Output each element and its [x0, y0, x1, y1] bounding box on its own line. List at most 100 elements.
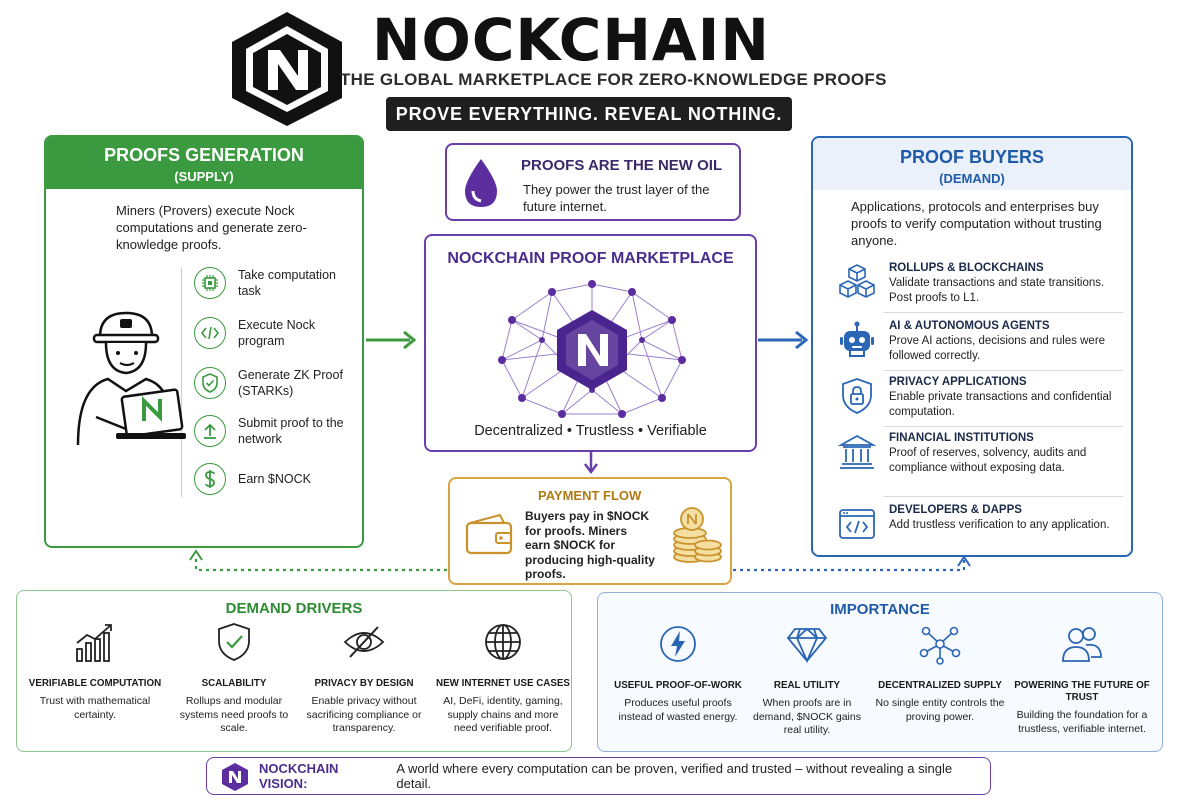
drivers-title: DEMAND DRIVERS — [225, 600, 363, 617]
driver-card: NEW INTERNET USE CASES AI, DeFi, identit… — [435, 621, 571, 736]
page-subtitle: THE GLOBAL MARKETPLACE FOR ZERO-KNOWLEDG… — [340, 70, 887, 89]
down-arrow-icon — [584, 452, 598, 475]
step-generate: Generate ZK Proof (STARKs) — [194, 367, 348, 399]
importance-item-title: POWERING THE FUTURE OF TRUST — [1014, 680, 1150, 703]
supply-title: PROOFS GENERATION — [104, 145, 304, 165]
buyer-rollups: ROLLUPS & BLOCKCHAINS Validate transacti… — [837, 262, 1123, 306]
driver-desc: Enable privacy without sacrificing compl… — [306, 695, 422, 734]
marketplace-network-icon — [498, 280, 686, 418]
miner-illustration-icon — [76, 311, 186, 446]
driver-card: SCALABILITY Rollups and modular systems … — [175, 621, 293, 736]
oil-panel: PROOFS ARE THE NEW OIL They power the tr… — [445, 143, 741, 221]
buyer-title: DEVELOPERS & DAPPS — [889, 504, 1022, 516]
buyer-financial: FINANCIAL INSTITUTIONS Proof of reserves… — [837, 432, 1123, 476]
buyer-desc: Proof of reserves, solvency, audits and … — [889, 447, 1087, 474]
buyers-header: PROOF BUYERS (DEMAND) — [813, 138, 1131, 190]
driver-title: NEW INTERNET USE CASES — [436, 678, 570, 689]
page-title: NOCKCHAIN — [372, 6, 770, 74]
buyer-privacy: PRIVACY APPLICATIONS Enable private tran… — [837, 376, 1123, 420]
lightning-icon — [660, 626, 696, 662]
network-icon — [919, 626, 961, 665]
driver-desc: Rollups and modular systems need proofs … — [179, 695, 289, 734]
marketplace-title: NOCKCHAIN PROOF MARKETPLACE — [447, 250, 734, 267]
dotted-return-green — [189, 549, 447, 572]
supply-panel: PROOFS GENERATION (SUPPLY) Miners (Prove… — [44, 135, 364, 548]
divider — [883, 496, 1123, 497]
driver-card: VERIFIABLE COMPUTATION Trust with mathem… — [25, 621, 165, 722]
vision-text: A world where every computation can be p… — [396, 761, 953, 791]
vision-label: NOCKCHAIN VISION: — [259, 761, 339, 791]
oil-description: They power the trust layer of the future… — [523, 182, 710, 214]
marketplace-panel: NOCKCHAIN PROOF MARKETPLACE Decentralize… — [424, 234, 757, 452]
nockchain-small-logo-icon — [222, 763, 248, 791]
importance-card: USEFUL PROOF-OF-WORK Produces useful pro… — [614, 623, 742, 724]
importance-card: POWERING THE FUTURE OF TRUST Building th… — [1012, 623, 1152, 736]
importance-item-desc: When proofs are in demand, $NOCK gains r… — [753, 697, 861, 736]
step-execute: Execute Nock program — [194, 317, 348, 349]
driver-desc: AI, DeFi, identity, gaming, supply chain… — [443, 695, 563, 734]
coins-icon — [673, 507, 722, 563]
supply-arrow-icon — [366, 330, 417, 350]
payment-flow-panel: PAYMENT FLOW Buyers pay in $NOCK for pro… — [448, 477, 732, 585]
driver-desc: Trust with mathematical certainty. — [39, 695, 151, 721]
buyers-description: Applications, protocols and enterprises … — [851, 199, 1102, 248]
buyers-title: PROOF BUYERS — [899, 147, 1045, 167]
cubes-icon — [839, 264, 875, 298]
step-label: Submit proof to the network — [238, 416, 344, 446]
importance-item-desc: Produces useful proofs instead of wasted… — [618, 697, 738, 723]
buyers-panel: PROOF BUYERS (DEMAND) Applications, prot… — [811, 136, 1133, 557]
step-submit: Submit proof to the network — [194, 415, 348, 447]
supply-header: PROOFS GENERATION (SUPPLY) — [46, 137, 362, 189]
importance-item-desc: No single entity controls the proving po… — [875, 697, 1005, 723]
oil-drop-icon — [465, 159, 497, 207]
people-icon — [1062, 627, 1102, 662]
buyer-title: PRIVACY APPLICATIONS — [889, 376, 1027, 388]
importance-card: REAL UTILITY When proofs are in demand, … — [748, 623, 866, 738]
buyer-desc: Enable private transactions and confiden… — [889, 391, 1112, 418]
divider — [883, 370, 1123, 371]
driver-card: PRIVACY BY DESIGN Enable privacy without… — [299, 621, 429, 736]
buyer-ai-agents: AI & AUTONOMOUS AGENTS Prove AI actions,… — [837, 320, 1123, 364]
importance-title: IMPORTANCE — [830, 601, 930, 618]
robot-icon — [840, 321, 874, 357]
marketplace-features: Decentralized • Trustless • Verifiable — [474, 423, 707, 439]
dotted-return-blue — [733, 555, 971, 572]
oil-title: PROOFS ARE THE NEW OIL — [521, 157, 723, 174]
driver-title: PRIVACY BY DESIGN — [314, 678, 414, 689]
importance-item-title: DECENTRALIZED SUPPLY — [878, 680, 1002, 691]
demand-drivers-panel: DEMAND DRIVERS VERIFIABLE COMPUTATION Tr… — [16, 590, 572, 752]
demand-arrow-icon — [758, 330, 809, 350]
step-label: Generate ZK Proof (STARKs) — [238, 368, 343, 398]
upload-icon — [194, 415, 226, 447]
wallet-icon — [465, 513, 513, 555]
importance-card: DECENTRALIZED SUPPLY No single entity co… — [870, 623, 1010, 724]
globe-icon — [485, 624, 521, 660]
divider — [883, 312, 1123, 313]
step-earn: Earn $NOCK — [194, 463, 348, 495]
importance-panel: IMPORTANCE USEFUL PROOF-OF-WORK Produces… — [597, 592, 1163, 752]
shield-check-icon — [194, 367, 226, 399]
dollar-icon — [194, 463, 226, 495]
buyer-developers: DEVELOPERS & DAPPS Add trustless verific… — [837, 504, 1123, 544]
buyer-desc: Validate transactions and state transiti… — [889, 277, 1105, 304]
payment-title: PAYMENT FLOW — [538, 488, 642, 503]
payment-description: Buyers pay in $NOCK for proofs. Miners e… — [525, 509, 655, 581]
buyer-title: ROLLUPS & BLOCKCHAINS — [889, 262, 1044, 274]
tagline-banner: PROVE EVERYTHING. REVEAL NOTHING. — [386, 97, 792, 131]
supply-subtitle: (SUPPLY) — [174, 169, 234, 184]
step-take-task: Take computation task — [194, 267, 348, 299]
chip-icon — [194, 267, 226, 299]
eye-off-icon — [343, 626, 385, 658]
driver-title: VERIFIABLE COMPUTATION — [28, 678, 162, 689]
buyer-title: FINANCIAL INSTITUTIONS — [889, 432, 1034, 444]
bank-icon — [837, 434, 877, 469]
code-window-icon — [839, 509, 875, 539]
importance-item-desc: Building the foundation for a trustless,… — [1016, 709, 1148, 735]
steps-divider — [181, 267, 182, 497]
step-label: Execute Nock program — [238, 318, 316, 348]
step-label: Earn $NOCK — [238, 472, 311, 486]
buyer-desc: Prove AI actions, decisions and rules we… — [889, 335, 1106, 362]
diamond-icon — [786, 627, 828, 664]
buyers-subtitle: (DEMAND) — [939, 171, 1005, 186]
growth-chart-icon — [76, 624, 112, 662]
